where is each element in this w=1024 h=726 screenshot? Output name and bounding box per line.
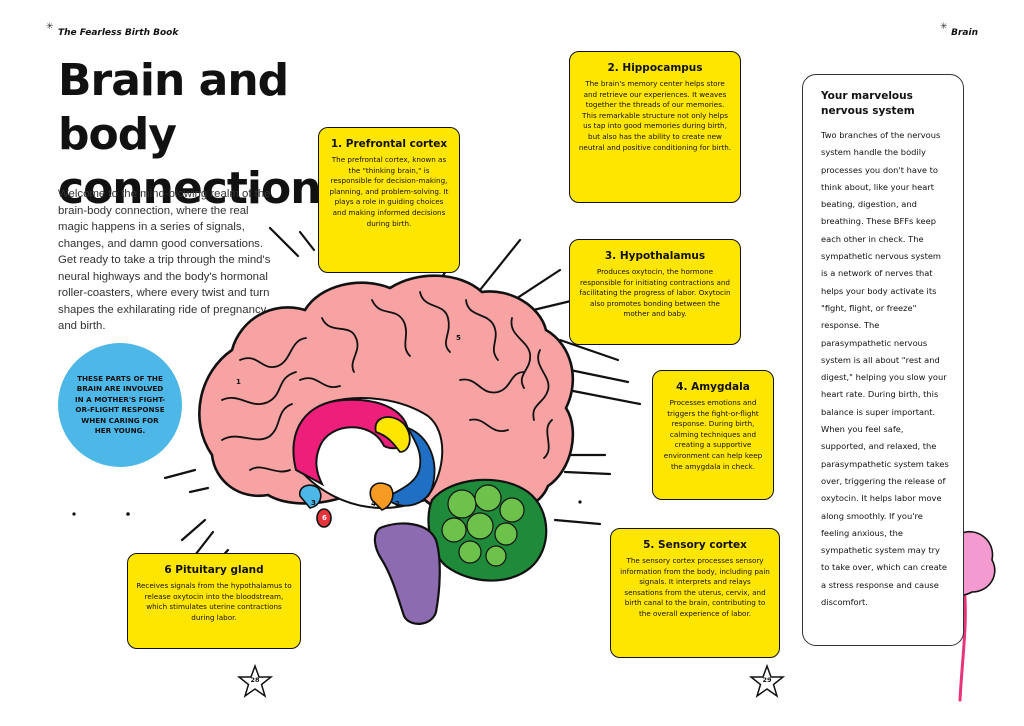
card-title: 2. Hippocampus	[607, 62, 703, 74]
card-body: Produces oxytocin, the hormone responsib…	[579, 267, 731, 319]
card-sensory-cortex: 5. Sensory cortex The sensory cortex pro…	[610, 528, 780, 658]
card-body: Receives signals from the hypothalamus t…	[136, 581, 292, 622]
card-body: The prefrontal cortex, known as the "thi…	[329, 155, 449, 228]
brain-folds	[221, 291, 553, 473]
fight-or-flight-bubble: These parts of the brain are involved in…	[58, 343, 182, 467]
brain-label-1: 1	[236, 378, 241, 386]
nervous-system-sidebar: Your marvelous nervous system Two branch…	[802, 74, 964, 646]
card-pituitary-gland: 6 Pituitary gland Receives signals from …	[127, 553, 301, 649]
intro-paragraph: Welcome to the mind-blowing realm of the…	[58, 188, 271, 332]
card-title: 1. Prefrontal cortex	[330, 138, 448, 150]
brain-label-5: 5	[456, 334, 461, 342]
bubble-text: These parts of the brain are involved in…	[74, 373, 166, 436]
card-amygdala: 4. Amygdala Processes emotions and trigg…	[652, 370, 774, 500]
card-title: 3. Hypothalamus	[604, 250, 706, 262]
spine-line	[958, 584, 967, 702]
cerebellum-folds	[441, 484, 525, 567]
running-header-right: Brain	[951, 28, 978, 38]
card-body: Processes emotions and triggers the figh…	[663, 398, 763, 471]
running-header-left: The Fearless Birth Book	[58, 28, 179, 38]
sparkle-icon: ✳	[940, 22, 948, 32]
star-icon	[236, 663, 274, 698]
page-number-right: 29	[748, 663, 786, 700]
card-title: 4. Amygdala	[676, 381, 750, 393]
brain-label-4: 4	[371, 500, 376, 508]
star-icon	[748, 663, 786, 698]
sidebar-body: Two branches of the nervous system handl…	[821, 130, 949, 608]
brain-label-6: 6	[322, 514, 327, 522]
card-title: 6 Pituitary gland	[164, 564, 264, 576]
brainstem-shape	[373, 522, 441, 625]
page-title-line1: Brain and body	[58, 55, 289, 160]
region-amygdala	[369, 482, 394, 511]
region-pituitary	[316, 508, 332, 528]
card-body: The sensory cortex processes sensory inf…	[620, 556, 770, 618]
card-hippocampus: 2. Hippocampus The brain's memory center…	[569, 51, 741, 203]
page-number-text: 28	[250, 676, 260, 684]
brain-label-2: 2	[395, 500, 400, 508]
page-title: Brain and body connection	[58, 54, 378, 216]
sparkle-icon: ✳	[46, 22, 54, 32]
page-number-text: 29	[762, 676, 772, 684]
brain-label-3: 3	[311, 499, 316, 507]
card-title: 5. Sensory cortex	[643, 539, 747, 551]
card-hypothalamus: 3. Hypothalamus Produces oxytocin, the h…	[569, 239, 741, 345]
card-prefrontal-cortex: 1. Prefrontal cortex The prefrontal cort…	[318, 127, 460, 273]
page-number-left: 28	[236, 663, 274, 700]
region-hypothalamus	[299, 484, 322, 509]
card-body: The brain's memory center helps store an…	[578, 79, 732, 152]
sidebar-title: Your marvelous nervous system	[821, 90, 915, 117]
page-title-line2: connection	[58, 163, 322, 214]
